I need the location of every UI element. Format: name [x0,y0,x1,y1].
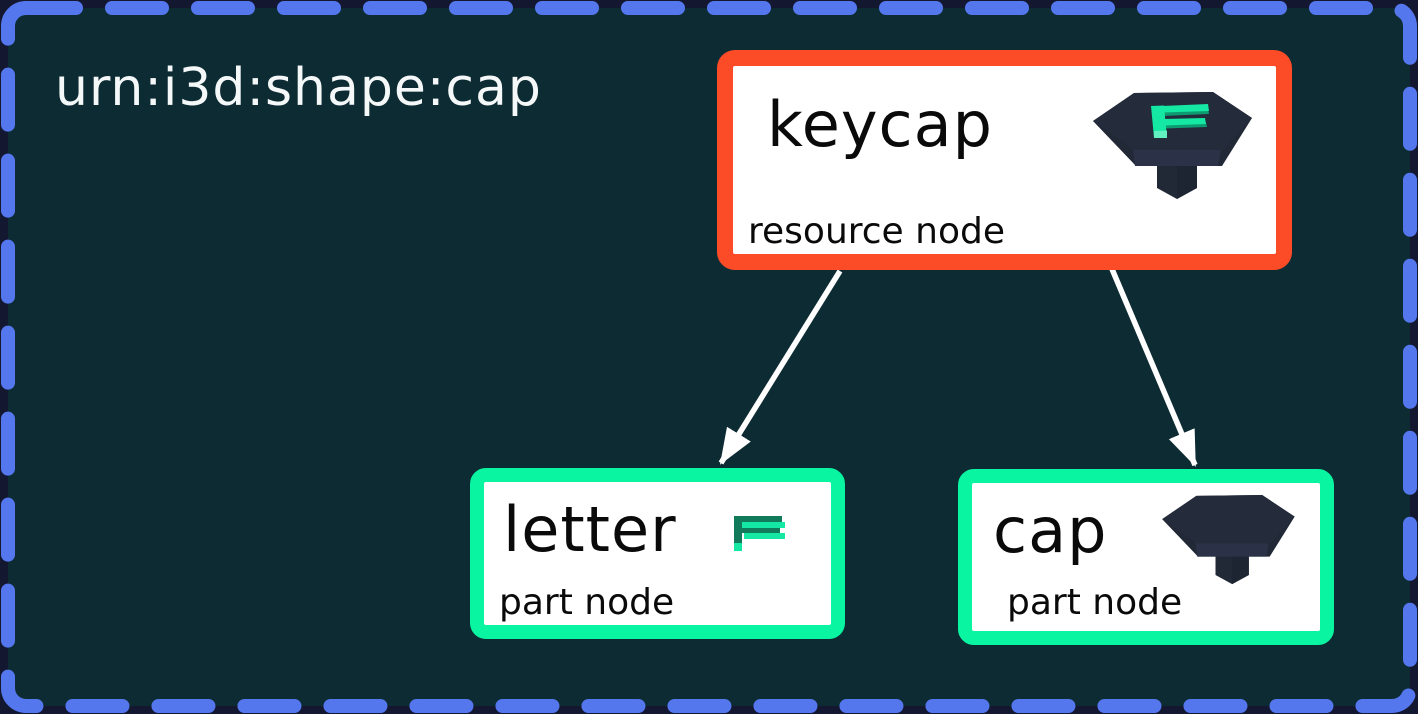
edge-keycap-to-letter [718,269,843,465]
node-keycap: keycap resource node [717,50,1292,270]
node-letter-subtitle: part node [499,582,675,623]
keycap-shell-icon [1162,495,1295,585]
keycap-with-letter-icon [1093,92,1252,199]
node-cap-title: cap [993,494,1108,567]
node-letter-title: letter [503,493,677,566]
node-cap-subtitle: part node [1007,582,1183,623]
node-letter: letter part node [470,468,845,639]
edge-keycap-to-cap [1109,267,1198,467]
node-keycap-title: keycap [767,88,993,161]
node-cap: cap part node [958,469,1334,645]
diagram-urn-label: urn:i3d:shape:cap [55,58,542,118]
letter-f-icon [734,516,785,551]
node-keycap-subtitle: resource node [748,211,1005,252]
